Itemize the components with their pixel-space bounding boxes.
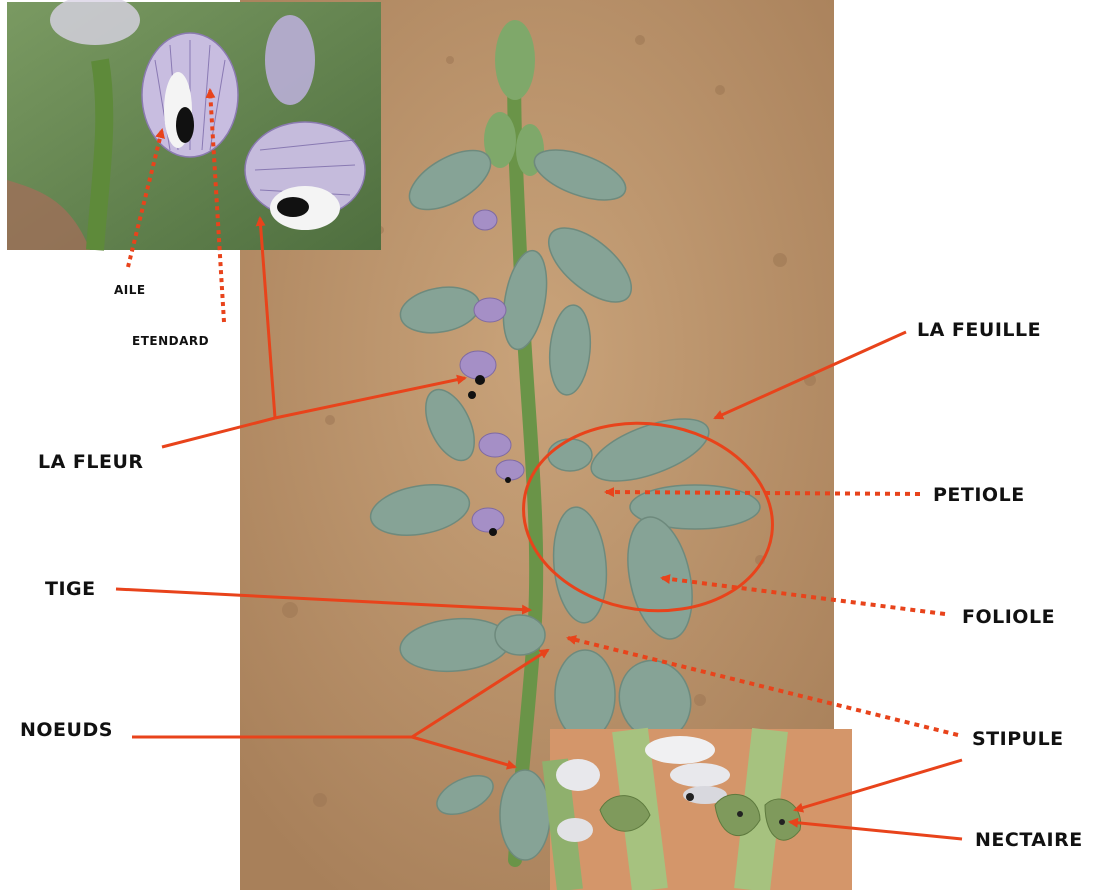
flower-inset-photo — [7, 0, 381, 250]
label-petiole: PETIOLE — [933, 484, 1025, 506]
label-etendard: ETENDARD — [132, 334, 209, 348]
label-noeuds: NOEUDS — [20, 719, 113, 741]
label-stipule: STIPULE — [972, 728, 1064, 750]
label-aile: AILE — [114, 283, 146, 297]
label-la-feuille: LA FEUILLE — [917, 319, 1041, 341]
label-foliole: FOLIOLE — [962, 606, 1055, 628]
stipule-inset-photo — [550, 729, 852, 890]
label-nectaire: NECTAIRE — [975, 829, 1083, 851]
label-la-fleur: LA FLEUR — [38, 451, 144, 473]
label-tige: TIGE — [45, 578, 96, 600]
